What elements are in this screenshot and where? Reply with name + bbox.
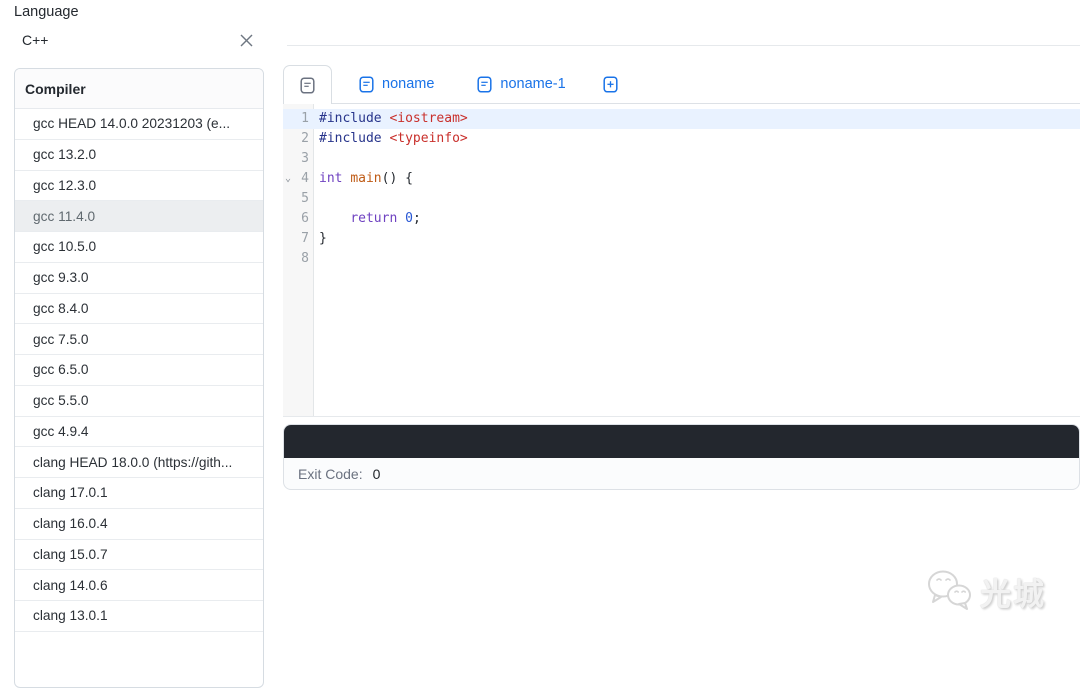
code-text: int main() { (319, 171, 413, 186)
line-number: 1 (301, 111, 309, 126)
compiler-item[interactable]: gcc 5.5.0 (15, 385, 263, 417)
code-line[interactable]: 7} (283, 229, 1080, 249)
compiler-item[interactable]: gcc 10.5.0 (15, 232, 263, 263)
code-line[interactable]: 8 (283, 249, 1080, 269)
line-number: 7 (301, 231, 309, 246)
language-selected-value: C++ (22, 32, 49, 48)
compiler-item[interactable]: gcc 8.4.0 (15, 293, 263, 325)
fold-chevron-icon[interactable]: ⌄ (285, 173, 292, 184)
tab-noname-1[interactable]: noname-1 (461, 65, 581, 103)
line-number: 5 (301, 191, 309, 206)
line-number: ⌄4 (283, 169, 314, 189)
code-text: } (319, 231, 327, 246)
editor-lines: 1 #include <iostream> 2 #include <typeinfo>… (283, 109, 1080, 269)
compiler-item[interactable]: clang 13.0.1 (15, 601, 263, 632)
compiler-item[interactable]: clang 14.0.6 (15, 570, 263, 601)
code-line[interactable]: ⌄4 int main() { (283, 169, 1080, 189)
tab-noname[interactable]: noname (343, 65, 450, 103)
code-text (314, 149, 319, 169)
tab-label: noname-1 (500, 76, 566, 92)
line-number: 2 (301, 131, 309, 146)
compiler-item[interactable]: gcc 6.5.0 (15, 355, 263, 386)
line-number: 6 (301, 211, 309, 226)
language-label: Language (14, 4, 79, 20)
compiler-panel-header: Compiler (15, 69, 263, 109)
line-number: 3 (301, 151, 309, 166)
top-divider (287, 45, 1080, 46)
compiler-item[interactable]: gcc HEAD 14.0.0 20231203 (e... (15, 109, 263, 140)
code-editor[interactable]: 1 #include <iostream> 2 #include <typeinfo>… (283, 104, 1080, 417)
compiler-item[interactable]: gcc 9.3.0 (15, 262, 263, 294)
compiler-item[interactable]: clang 16.0.4 (15, 508, 263, 540)
code-text: #include <iostream> (319, 111, 468, 126)
file-plus-icon (603, 75, 618, 93)
code-text: #include <typeinfo> (319, 131, 468, 146)
line-number: 8 (301, 251, 309, 266)
code-line[interactable]: 3 (283, 149, 1080, 169)
file-icon (477, 75, 492, 93)
output-panel: Exit Code: 0 (283, 424, 1080, 490)
code-line[interactable]: 6 return 0; (283, 209, 1080, 229)
compiler-item[interactable]: gcc 4.9.4 (15, 416, 263, 448)
code-text (314, 189, 319, 209)
code-text (314, 249, 319, 269)
compiler-item[interactable]: clang HEAD 18.0.0 (https://gith... (15, 447, 263, 478)
exit-code-value: 0 (372, 465, 381, 482)
exit-code-label: Exit Code: (298, 465, 363, 482)
compiler-panel: Compiler gcc HEAD 14.0.0 20231203 (e...g… (14, 68, 264, 688)
tab-label: noname (382, 76, 435, 92)
compiler-item[interactable]: clang 17.0.1 (15, 478, 263, 509)
compiler-item[interactable]: gcc 7.5.0 (15, 324, 263, 355)
compiler-item[interactable]: clang 15.0.7 (15, 539, 263, 571)
clear-language-icon[interactable] (238, 32, 255, 49)
code-line[interactable]: 2 #include <typeinfo> (283, 129, 1080, 149)
output-body: Exit Code: 0 (284, 458, 1079, 489)
add-file-button[interactable] (590, 65, 631, 103)
file-icon (300, 76, 315, 94)
language-select[interactable]: C++ (14, 29, 264, 51)
editor-tabbar: noname noname-1 (283, 65, 1080, 104)
compiler-item[interactable]: gcc 11.4.0 (15, 201, 263, 232)
compiler-item[interactable]: gcc 12.3.0 (15, 170, 263, 202)
compiler-list: gcc HEAD 14.0.0 20231203 (e...gcc 13.2.0… (15, 109, 263, 632)
code-line[interactable]: 1 #include <iostream> (283, 109, 1080, 129)
compiler-item[interactable]: gcc 13.2.0 (15, 139, 263, 171)
tab-active-file[interactable] (283, 65, 332, 104)
code-text: return 0; (350, 211, 421, 226)
wechat-icon (924, 568, 976, 614)
file-icon (359, 75, 374, 93)
watermark: 光城 (924, 568, 1046, 614)
code-line[interactable]: 5 (283, 189, 1080, 209)
watermark-text: 光城 (980, 576, 1046, 612)
output-header-bar (284, 425, 1079, 458)
